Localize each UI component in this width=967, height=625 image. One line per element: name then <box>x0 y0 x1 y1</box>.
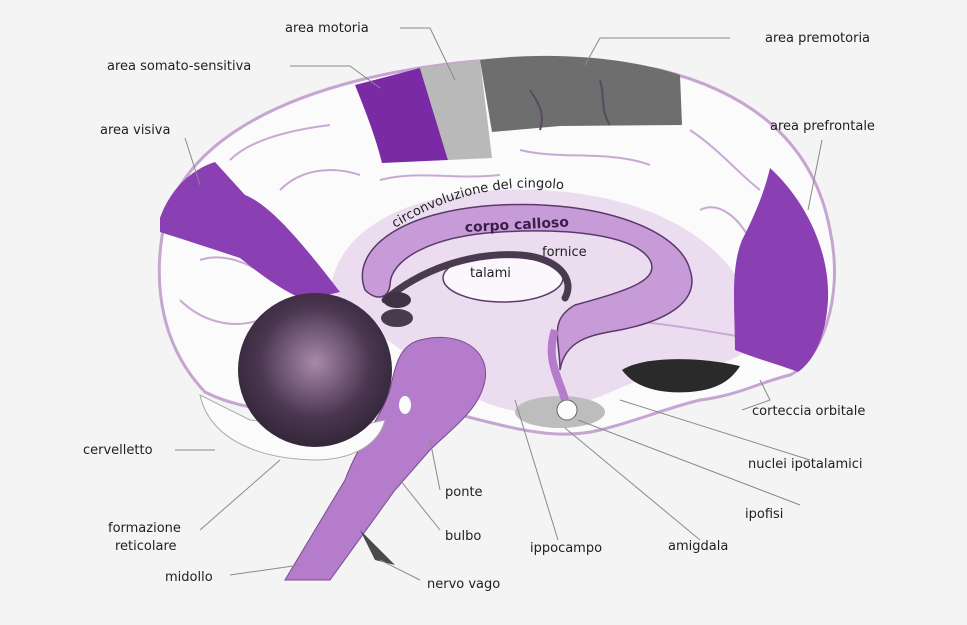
ipofisi-label: ipofisi <box>745 507 783 522</box>
area-premotoria-label: area premotoria <box>765 31 870 46</box>
area-visiva-region <box>160 162 340 300</box>
corteccia-orbitale-label: corteccia orbitale <box>752 404 865 419</box>
area-motoria-label: area motoria <box>285 21 369 36</box>
fornice-label: fornice <box>542 245 587 260</box>
area-prefrontale-region <box>733 168 829 372</box>
cervelletto-region <box>238 293 392 447</box>
corteccia-orbitale-region <box>622 359 740 393</box>
amigdala-label: amigdala <box>668 539 728 554</box>
corpo-calloso-region <box>361 203 693 371</box>
corpo-calloso-label: corpo calloso <box>464 215 569 236</box>
infundibulum <box>547 328 569 402</box>
ippocampo-label: ippocampo <box>530 541 602 556</box>
formazione-reticolare-label-1: formazione <box>108 521 181 536</box>
cervelletto-label: cervelletto <box>83 443 153 458</box>
nervo-vago-shape <box>360 530 395 565</box>
leader-lines <box>175 27 823 581</box>
ponte-label: ponte <box>445 485 483 500</box>
bulbo-label: bulbo <box>445 529 481 544</box>
area-somato-sensitiva-region <box>355 68 448 163</box>
fornice-region <box>381 251 572 304</box>
midollo-label: midollo <box>165 570 213 585</box>
nuclei-ipotalamici-label: nuclei ipotalamici <box>748 457 862 472</box>
area-somato-sensitiva-label: area somato-sensitiva <box>107 59 251 74</box>
area-prefrontale-label: area prefrontale <box>770 119 875 134</box>
area-motoria-region <box>420 60 492 160</box>
ipofisi-region <box>556 399 578 421</box>
fornice-end-upper <box>383 292 411 308</box>
premotor-sulci <box>529 79 611 131</box>
talami-label: talami <box>470 266 511 281</box>
area-visiva-label: area visiva <box>100 123 170 138</box>
ponte-highlight <box>399 396 411 414</box>
fornice-end-lower <box>381 309 413 327</box>
formazione-reticolare-label-2: reticolare <box>115 539 177 554</box>
nervo-vago-label: nervo vago <box>427 577 500 592</box>
area-premotoria-region <box>480 55 682 133</box>
